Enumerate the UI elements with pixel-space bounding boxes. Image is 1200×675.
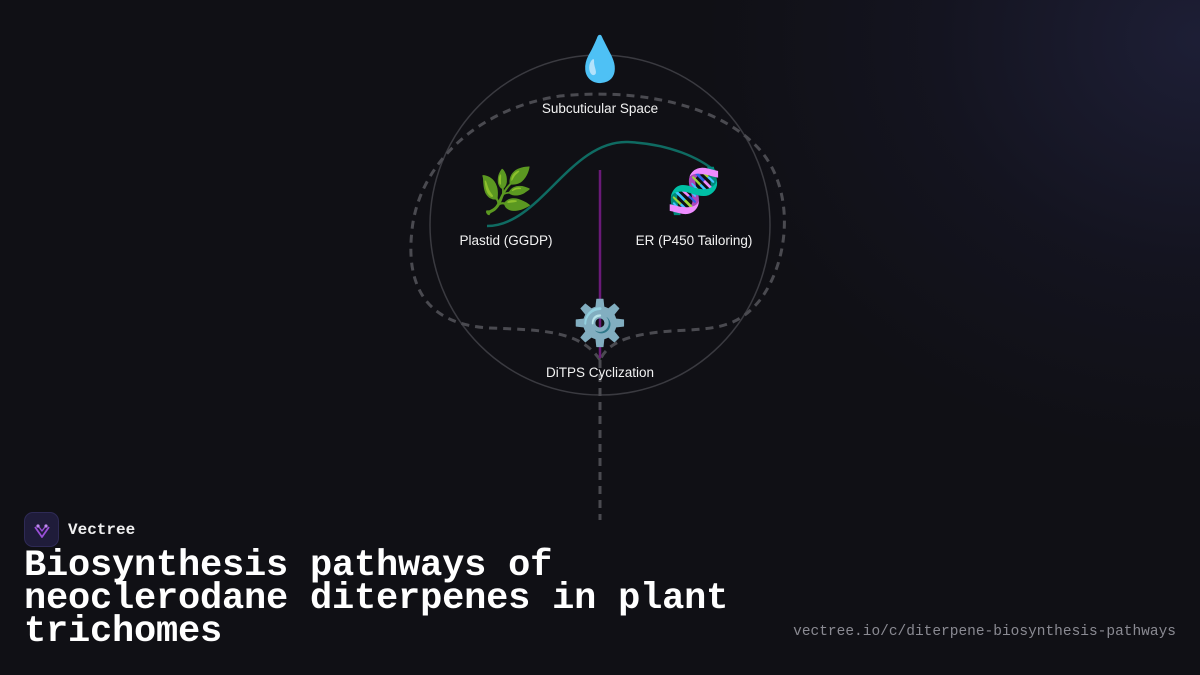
plastid-label: Plastid (GGDP) xyxy=(459,233,553,248)
brand[interactable]: Vectree xyxy=(24,512,135,547)
pathway-curve xyxy=(486,140,717,228)
herb-leaf-icon: 🌿 xyxy=(478,166,534,217)
source-url[interactable]: vectree.io/c/diterpene-biosynthesis-path… xyxy=(793,624,1176,640)
water-droplet-icon: 💧 xyxy=(572,34,628,85)
er-label: ER (P450 Tailoring) xyxy=(635,233,753,248)
page-title: Biosynthesis pathways of neoclerodane di… xyxy=(24,545,729,653)
subcuticular-space-label: Subcuticular Space xyxy=(541,101,659,116)
vectree-logo-icon xyxy=(24,512,59,547)
gear-icon: ⚙️ xyxy=(572,298,628,349)
brand-name: Vectree xyxy=(68,520,136,539)
dna-icon: 🧬 xyxy=(666,166,722,217)
ditps-cyclization-label: DiTPS Cyclization xyxy=(545,365,655,380)
trichome-dashed-outline xyxy=(409,92,786,361)
